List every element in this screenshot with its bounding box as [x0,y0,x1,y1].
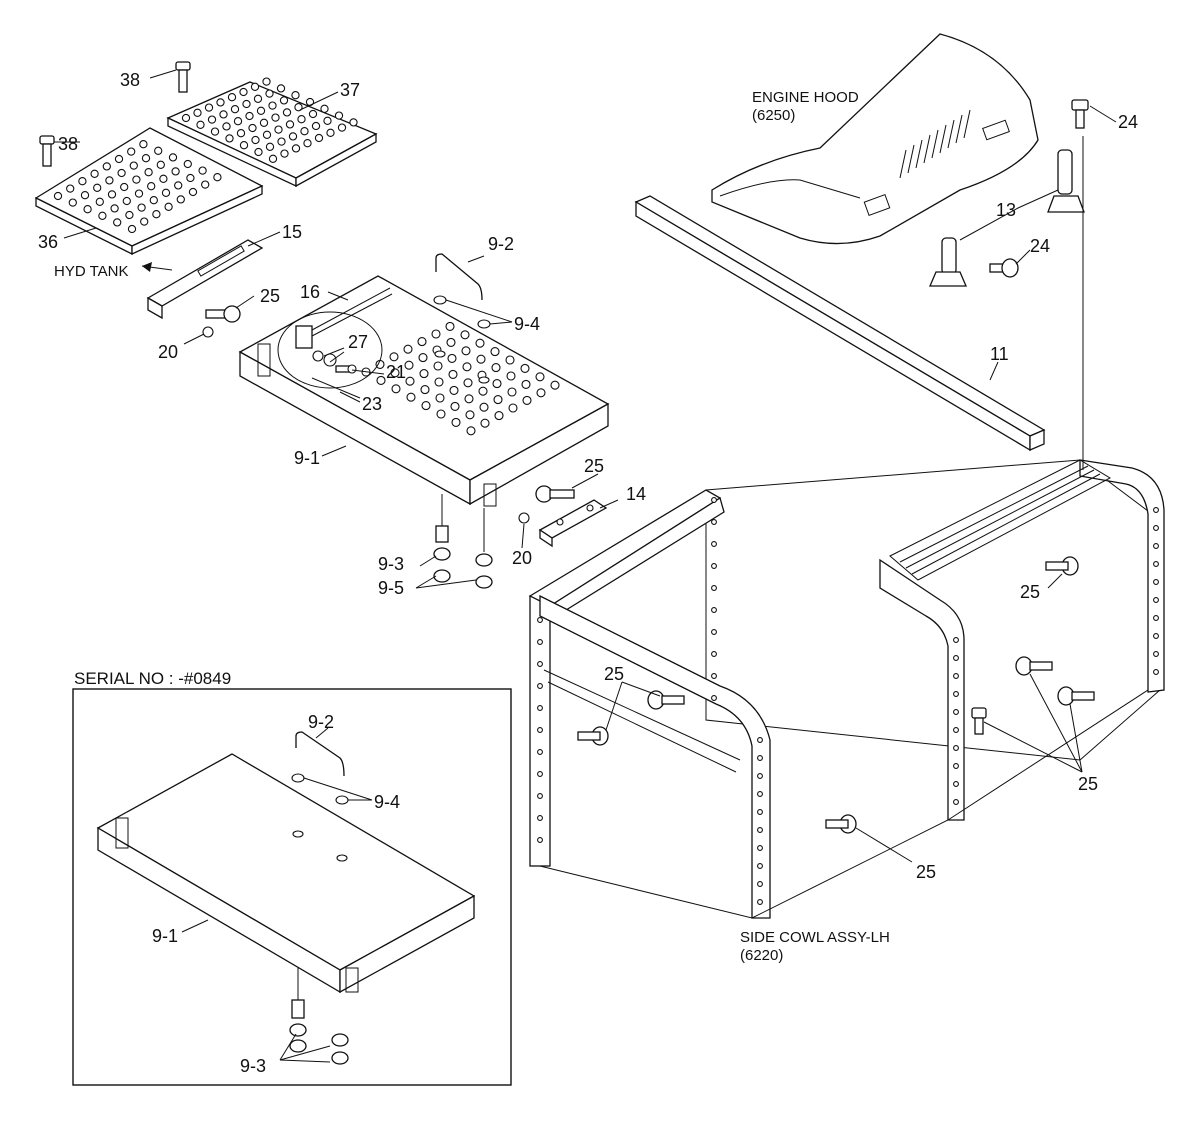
bolt-25-b [535,485,575,503]
side-cowl-label: SIDE COWL ASSY-LH [740,929,890,946]
side-cowl-code: (6220) [740,947,783,964]
callout-38-b: 38 [58,134,78,154]
inset-callout-9-4: 9-4 [374,792,400,812]
callout-20-b: 20 [512,548,532,568]
plate-14 [538,499,608,548]
bolt-25-a [205,305,241,323]
inset-frame [72,688,512,1086]
bolt-25-e [577,726,609,746]
bolt-38-b [39,135,55,167]
callout-9-5: 9-5 [378,578,404,598]
callout-25-f: 25 [916,862,936,882]
callout-9-1: 9-1 [294,448,320,468]
hyd-tank-label: HYD TANK [54,263,128,280]
washer-9-4-a [433,295,447,305]
callout-25-a: 25 [260,286,280,306]
washer-20-a [202,326,214,338]
bracket-15 [146,239,264,320]
callout-15: 15 [282,222,302,242]
callout-9-4: 9-4 [514,314,540,334]
callout-9-3: 9-3 [378,554,404,574]
nuts-9-3-9-5 [433,494,493,589]
callout-24-a: 24 [1118,112,1138,132]
callout-38-a: 38 [120,70,140,90]
engine-hood-label: ENGINE HOOD [752,89,859,106]
callout-23: 23 [362,394,382,414]
callout-37: 37 [340,80,360,100]
bolt-24-b [989,258,1019,278]
bolt-25-c [1045,556,1079,576]
washer-20-b [518,512,530,524]
handle-9-2 [435,253,483,301]
callout-25-b: 25 [584,456,604,476]
callout-16: 16 [300,282,320,302]
latch-13-b [1047,149,1085,213]
latch-13-a [929,237,967,287]
serial-no-label: SERIAL NO : -#0849 [74,669,231,688]
plate-37 [166,77,378,188]
bolt-25-g [825,814,857,834]
bar-11 [634,195,1046,452]
tray-9-1 [238,275,610,507]
inset-nuts-9-3 [289,968,349,1065]
inset-handle-9-2 [295,731,345,777]
inset-callout-9-3: 9-3 [240,1056,266,1076]
leader-lines [54,69,1117,1063]
washer-9-4-b [477,319,491,329]
bolt-38-a [175,61,191,93]
callout-27: 27 [348,332,368,352]
name-labels: HYD TANK ENGINE HOOD (6250) SIDE COWL AS… [54,89,890,964]
callout-25-c: 25 [1020,582,1040,602]
callout-11: 11 [990,344,1009,364]
engine-hood [711,33,1039,245]
callout-labels: 38 37 38 36 15 25 20 16 27 21 23 9-2 9-4… [38,70,1138,1076]
engine-hood-code: (6250) [752,107,795,124]
callout-25-e: 25 [1078,774,1098,794]
callout-9-2: 9-2 [488,234,514,254]
callout-24-b: 24 [1030,236,1050,256]
inset-callout-9-1: 9-1 [152,926,178,946]
callout-20-a: 20 [158,342,178,362]
callout-21: 21 [386,362,406,382]
bolt-24-a [1071,99,1089,129]
side-cowl-frame [528,459,1165,919]
plate-36 [34,127,264,256]
callout-14: 14 [626,484,646,504]
inset-tray-9-1 [96,753,476,994]
hyd-tank-arrow [142,262,152,272]
bolt-25-f [971,656,1095,735]
latch-parts-16-27-21-23 [295,287,393,399]
inset-callout-9-2: 9-2 [308,712,334,732]
callout-13: 13 [996,200,1016,220]
callout-36: 36 [38,232,58,252]
callout-25-d: 25 [604,664,624,684]
